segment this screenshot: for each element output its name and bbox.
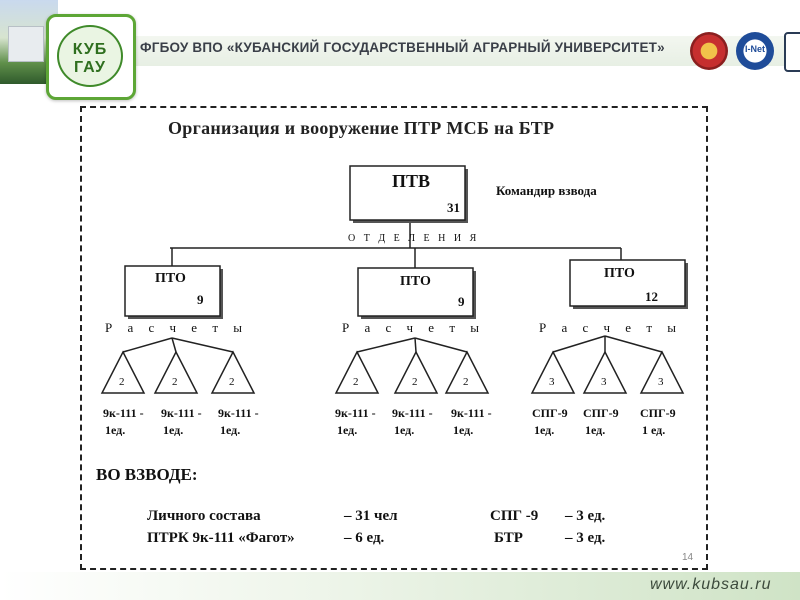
- summary-label-2: СПГ -9: [490, 508, 539, 524]
- crew-qty: 1ед.: [163, 423, 184, 437]
- summary-value-3: – 6 ед.: [344, 530, 385, 546]
- crew-weapon: 9к-111 -: [451, 406, 492, 420]
- crew-count: 3: [601, 376, 607, 388]
- crew-count: 3: [549, 376, 555, 388]
- crew-weapon: СПГ-9: [640, 406, 676, 420]
- ptv-label: ПТВ: [392, 171, 431, 191]
- pto-label: ПТО: [604, 266, 635, 281]
- connector-line: [122, 337, 173, 353]
- crew-triangle: [393, 350, 439, 394]
- crew-qty: 1ед.: [394, 423, 415, 437]
- summary-label-4: БТР: [494, 530, 523, 546]
- pto-count: 9: [197, 292, 204, 307]
- crew-weapon: 9к-111 -: [161, 406, 202, 420]
- branch-label: О Т Д Е Л Е Н И Я: [348, 233, 480, 244]
- calc-label: Р а с ч е т ы: [539, 320, 682, 335]
- crew-count: 2: [353, 376, 359, 388]
- crew-qty: 1ед.: [337, 423, 358, 437]
- crew-count: 2: [172, 376, 178, 388]
- ptv-note: Командир взвода: [496, 183, 597, 198]
- crew-triangle: [334, 350, 380, 394]
- footer-url: www.kubsau.ru: [650, 576, 772, 593]
- crew-count: 2: [412, 376, 418, 388]
- calc-label: Р а с ч е т ы: [105, 320, 248, 335]
- summary-heading: ВО ВЗВОДЕ:: [96, 465, 198, 484]
- crew-weapon: СПГ-9: [583, 406, 619, 420]
- crew-weapon: 9к-111 -: [392, 406, 433, 420]
- connector-line: [552, 335, 606, 353]
- crew-weapon: 9к-111 -: [103, 406, 144, 420]
- crew-triangle: [530, 350, 576, 394]
- crew-qty: 1ед.: [105, 423, 126, 437]
- crew-qty: 1ед.: [453, 423, 474, 437]
- crew-qty: 1ед.: [534, 423, 555, 437]
- crew-count: 2: [463, 376, 469, 388]
- crew-triangle: [444, 350, 490, 394]
- pto-box: [357, 267, 474, 317]
- unit-boxes: [100, 165, 688, 394]
- crew-qty: 1ед.: [220, 423, 241, 437]
- building-image: [8, 26, 44, 62]
- diagram-title: Организация и вооружение ПТР МСБ на БТР: [168, 118, 555, 138]
- summary-value-1: – 31 чел: [344, 508, 398, 524]
- summary-label-3: ПТРК 9к-111 «Фагот»: [147, 530, 295, 546]
- connector-line: [171, 337, 234, 353]
- crew-triangle: [582, 350, 628, 394]
- summary-value-2: – 3 ед.: [565, 508, 606, 524]
- crew-triangle: [639, 350, 685, 394]
- footer-band: [0, 572, 800, 600]
- crew-weapon: 9к-111 -: [335, 406, 376, 420]
- university-name: ФГБОУ ВПО «КУБАНСКИЙ ГОСУДАРСТВЕННЫЙ АГР…: [140, 40, 665, 55]
- logo-text: КУБ ГАУ: [72, 41, 108, 76]
- pto-box: [124, 265, 221, 317]
- connector-line: [414, 337, 417, 353]
- crew-count: 2: [229, 376, 235, 388]
- crew-triangle: [210, 350, 256, 394]
- crew-triangle: [100, 350, 146, 394]
- logo-seal: КУБ ГАУ: [57, 25, 123, 87]
- award-emblem-icon: [784, 32, 800, 72]
- pto-label: ПТО: [400, 274, 431, 289]
- order-emblem-icon: [690, 32, 728, 70]
- crew-triangle: [153, 350, 199, 394]
- header-banner: КУБ ГАУ ФГБОУ ВПО «КУБАНСКИЙ ГОСУДАРСТВЕ…: [0, 0, 800, 100]
- emblem-text: I-Net: [745, 44, 765, 54]
- crew-weapon: СПГ-9: [532, 406, 568, 420]
- connector-line: [171, 337, 177, 353]
- crew-qty: 1ед.: [585, 423, 606, 437]
- summary-label-1: Личного состава: [147, 508, 261, 524]
- pto-label: ПТО: [155, 271, 186, 286]
- connector-line: [414, 337, 468, 353]
- pto-count: 9: [458, 294, 465, 309]
- pto-box: [569, 259, 686, 307]
- connector-line: [604, 335, 663, 353]
- ptv-box: [349, 165, 466, 221]
- connector-line: [356, 337, 416, 353]
- summary-value-4: – 3 ед.: [565, 530, 606, 546]
- crew-count: 2: [119, 376, 125, 388]
- ptv-count: 31: [447, 200, 460, 215]
- calc-label: Р а с ч е т ы: [342, 320, 485, 335]
- crew-weapon: 9к-111 -: [218, 406, 259, 420]
- crew-count: 3: [658, 376, 664, 388]
- crew-qty: 1 ед.: [642, 423, 666, 437]
- pto-count: 12: [645, 289, 658, 304]
- inet-emblem-icon: I-Net: [736, 32, 774, 70]
- page-number: 14: [682, 552, 694, 563]
- university-logo: КУБ ГАУ: [46, 14, 136, 100]
- connector-lines: [122, 220, 663, 353]
